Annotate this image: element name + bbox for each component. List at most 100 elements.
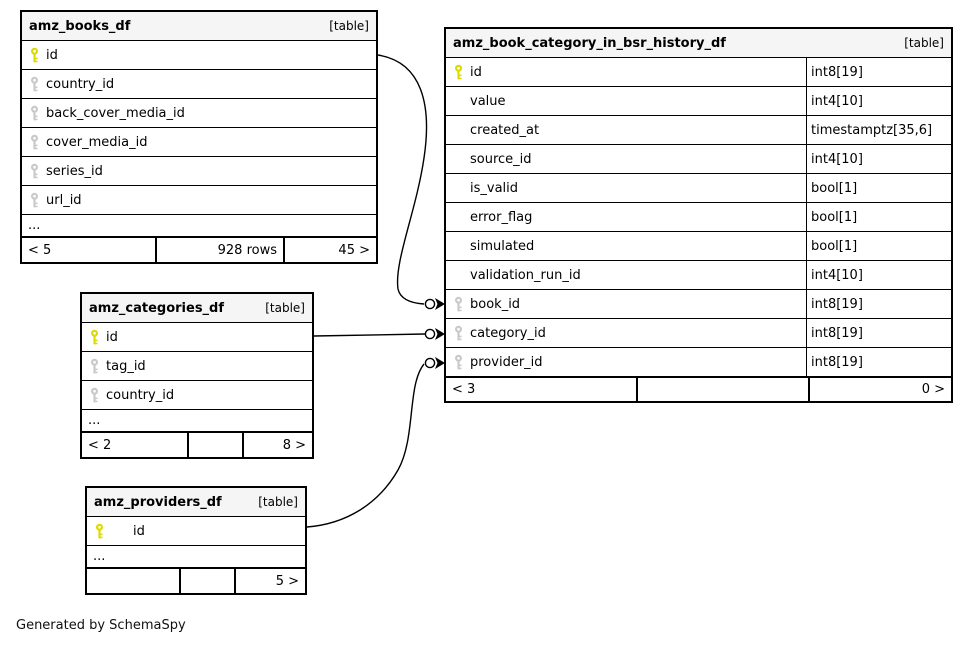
primary-key-icon <box>446 64 470 81</box>
footer-parents-count: 5 > <box>275 573 299 589</box>
column-type: bool[1] <box>806 203 951 231</box>
footer-row-count <box>181 569 236 593</box>
foreign-key-icon <box>446 354 470 371</box>
column-name: country_id <box>106 387 175 403</box>
column-type: bool[1] <box>806 232 951 260</box>
foreign-key-icon <box>82 387 106 404</box>
column-type: timestamptz[35,6] <box>806 116 951 144</box>
column-name: book_id <box>470 296 521 312</box>
table-row: cover_media_id <box>22 128 376 157</box>
table-header[interactable]: amz_book_category_in_bsr_history_df [tab… <box>446 29 951 58</box>
column-name: provider_id <box>470 354 543 370</box>
relation-categories-to-category-id <box>313 328 445 340</box>
column-name: country_id <box>46 76 115 92</box>
table-footer: < 2 8 > <box>82 433 312 457</box>
table-title[interactable]: amz_providers_df <box>94 494 222 510</box>
table-type-tag: [table] <box>258 495 298 509</box>
footer-children-count: < 2 <box>82 433 189 457</box>
column-type: bool[1] <box>806 174 951 202</box>
footer-parents-count: 0 > <box>921 382 945 397</box>
table-title[interactable]: amz_categories_df <box>89 300 225 316</box>
table-row: source_id int4[10] <box>446 145 951 174</box>
table-row: created_at timestamptz[35,6] <box>446 116 951 145</box>
more-columns-ellipsis: ... <box>87 546 305 569</box>
table-row: category_id int8[19] <box>446 319 951 348</box>
table-footer: 5 > <box>87 569 305 593</box>
column-name: source_id <box>470 151 532 167</box>
foreign-key-icon <box>22 105 46 122</box>
column-type: int8[19] <box>806 58 951 86</box>
table-row: validation_run_id int4[10] <box>446 261 951 290</box>
footer-row-count: 928 rows <box>157 238 285 262</box>
column-type: int4[10] <box>806 145 951 173</box>
table-amz-providers-df: amz_providers_df [table] id ... 5 > <box>85 486 307 595</box>
table-row: series_id <box>22 157 376 186</box>
table-title[interactable]: amz_books_df <box>29 18 131 34</box>
column-name: category_id <box>470 325 546 341</box>
column-name: id <box>133 523 145 539</box>
column-type: int4[10] <box>806 87 951 115</box>
column-name: url_id <box>46 192 82 208</box>
table-header[interactable]: amz_categories_df [table] <box>82 294 312 323</box>
table-row: id <box>82 323 312 352</box>
table-row: id <box>87 517 305 546</box>
table-row: value int4[10] <box>446 87 951 116</box>
foreign-key-icon <box>22 134 46 151</box>
column-name: error_flag <box>470 209 533 225</box>
column-name: simulated <box>470 238 535 254</box>
column-name: id <box>470 64 482 80</box>
generated-by-note: Generated by SchemaSpy <box>16 618 186 633</box>
table-row: id <box>22 41 376 70</box>
table-footer: < 3 0 > <box>446 377 951 401</box>
column-type: int8[19] <box>806 348 951 376</box>
column-type: int8[19] <box>806 290 951 318</box>
foreign-key-icon <box>22 76 46 93</box>
foreign-key-icon <box>446 325 470 342</box>
primary-key-icon <box>87 523 111 540</box>
table-row: is_valid bool[1] <box>446 174 951 203</box>
table-header[interactable]: amz_providers_df [table] <box>87 488 305 517</box>
primary-key-icon <box>82 329 106 346</box>
table-amz-book-category-in-bsr-history-df: amz_book_category_in_bsr_history_df [tab… <box>444 27 953 403</box>
table-type-tag: [table] <box>329 19 369 33</box>
footer-row-count <box>189 433 244 457</box>
more-columns-ellipsis: ... <box>22 215 376 238</box>
column-name: is_valid <box>470 180 519 196</box>
primary-key-icon <box>22 47 46 64</box>
table-row: provider_id int8[19] <box>446 348 951 377</box>
table-type-tag: [table] <box>265 301 305 315</box>
column-name: created_at <box>470 122 540 138</box>
foreign-key-icon <box>82 358 106 375</box>
column-name: validation_run_id <box>470 267 581 283</box>
footer-children-count: < 3 <box>446 378 638 401</box>
table-header[interactable]: amz_books_df [table] <box>22 12 376 41</box>
table-row: tag_id <box>82 352 312 381</box>
column-name: back_cover_media_id <box>46 105 185 121</box>
table-footer: < 5 928 rows 45 > <box>22 238 376 262</box>
footer-parents-count: 8 > <box>282 437 306 453</box>
column-type: int8[19] <box>806 319 951 347</box>
table-row: country_id <box>22 70 376 99</box>
table-row: book_id int8[19] <box>446 290 951 319</box>
table-type-tag: [table] <box>904 36 944 50</box>
column-name: value <box>470 93 506 109</box>
table-row: back_cover_media_id <box>22 99 376 128</box>
table-title[interactable]: amz_book_category_in_bsr_history_df <box>453 35 726 51</box>
footer-children-count: < 5 <box>22 238 157 262</box>
table-row: simulated bool[1] <box>446 232 951 261</box>
footer-row-count <box>638 378 810 401</box>
column-name: tag_id <box>106 358 146 374</box>
more-columns-ellipsis: ... <box>82 410 312 433</box>
foreign-key-icon <box>446 296 470 313</box>
table-row: country_id <box>82 381 312 410</box>
table-amz-categories-df: amz_categories_df [table] id tag_id coun… <box>80 292 314 459</box>
footer-children-count <box>87 569 181 593</box>
table-amz-books-df: amz_books_df [table] id country_id back_… <box>20 10 378 264</box>
table-row: error_flag bool[1] <box>446 203 951 232</box>
relation-providers-to-provider-id <box>306 357 445 528</box>
column-name: id <box>46 47 58 63</box>
table-row: url_id <box>22 186 376 215</box>
foreign-key-icon <box>22 192 46 209</box>
foreign-key-icon <box>22 163 46 180</box>
